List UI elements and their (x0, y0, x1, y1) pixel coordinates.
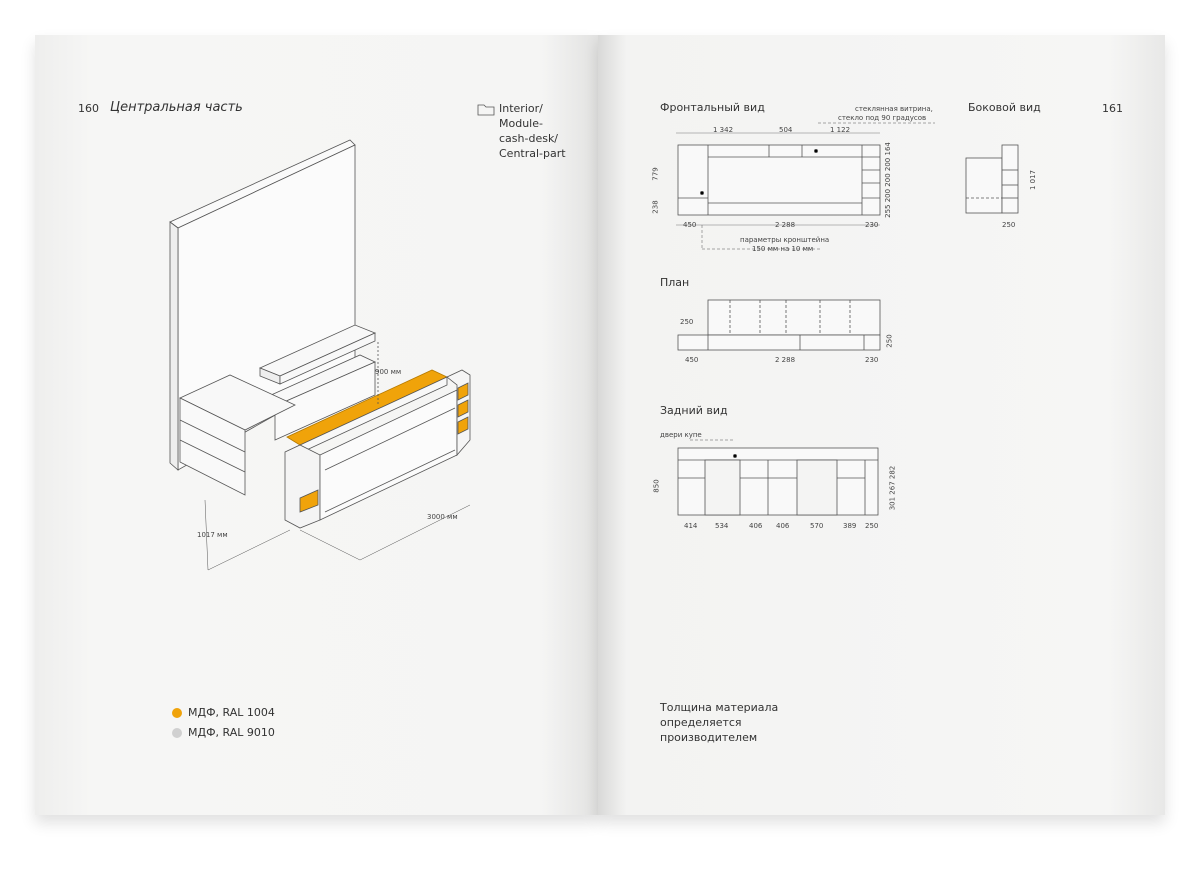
legend-item: МДФ, RAL 9010 (172, 726, 275, 739)
material-footnote: Толщина материала определяется производи… (660, 700, 778, 745)
dim: 2 288 (775, 356, 796, 364)
page-number-right: 161 (1102, 102, 1123, 115)
dim: 414 (684, 522, 698, 530)
color-swatch-gray (172, 728, 182, 738)
dim: 1 342 (713, 126, 734, 134)
glass-note: стеклянная витрина, (855, 105, 933, 113)
side-view-title: Боковой вид (968, 101, 1041, 114)
sliding-doors-note: двери купе (660, 431, 702, 439)
dim: 504 (779, 126, 793, 134)
dim: 250 (865, 522, 879, 530)
dim: 301 267 282 (888, 465, 897, 511)
dim: 238 (651, 200, 660, 214)
side-view-drawing (965, 144, 1019, 214)
dim: 406 (749, 522, 763, 530)
dim: 389 (843, 522, 857, 530)
plan-title: План (660, 276, 690, 289)
path-segment: Interior/ (499, 102, 543, 115)
dim: 230 (865, 356, 879, 364)
glass-note: стекло под 90 градусов (838, 114, 927, 122)
legend-item: МДФ, RAL 1004 (172, 706, 275, 719)
path-segment: Central-part (499, 147, 566, 160)
section-title: Центральная часть (110, 100, 243, 115)
dim: 570 (810, 522, 824, 530)
page-number-left: 160 (78, 102, 99, 115)
footnote-line: Толщина материала (660, 701, 779, 714)
dim: 406 (776, 522, 790, 530)
dim: 1 017 (1029, 169, 1038, 191)
folder-icon (477, 104, 495, 116)
dim: 850 (652, 479, 661, 493)
plan-drawing (677, 299, 881, 351)
dim: 779 (651, 167, 660, 181)
legend-label: МДФ, RAL 9010 (188, 726, 275, 739)
dim: 250 (885, 334, 894, 348)
dim: 1 122 (830, 126, 851, 134)
path-segment: cash-desk/ (499, 132, 559, 145)
dim: 230 (865, 221, 879, 229)
dim: 450 (683, 221, 697, 229)
dim: 450 (685, 356, 699, 364)
back-view-drawing (677, 439, 879, 516)
footnote-line: определяется (660, 716, 742, 729)
footnote-line: производителем (660, 731, 758, 744)
dim: 255 200 200 200 164 (883, 142, 892, 218)
color-swatch-orange (172, 708, 182, 718)
dim: 250 (1002, 221, 1016, 229)
dim: 534 (715, 522, 729, 530)
breadcrumb-path: Interior/ Module- cash-desk/ Central-par… (499, 101, 566, 161)
front-view-title: Фронтальный вид (660, 101, 765, 114)
dim-height: 900 мм (375, 368, 402, 376)
dim: 2 288 (775, 221, 796, 229)
dim-depth: 1017 мм (197, 531, 228, 539)
legend-label: МДФ, RAL 1004 (188, 706, 275, 719)
bracket-note: параметры кронштейна (740, 236, 830, 244)
dim: 250 (680, 318, 694, 326)
bracket-note: 150 мм на 10 мм (752, 245, 814, 253)
back-view-title: Задний вид (660, 404, 728, 417)
path-segment: Module- (499, 117, 543, 130)
isometric-cash-desk (169, 139, 471, 571)
dim-length: 3000 мм (427, 513, 458, 521)
front-view-drawing (676, 122, 935, 250)
